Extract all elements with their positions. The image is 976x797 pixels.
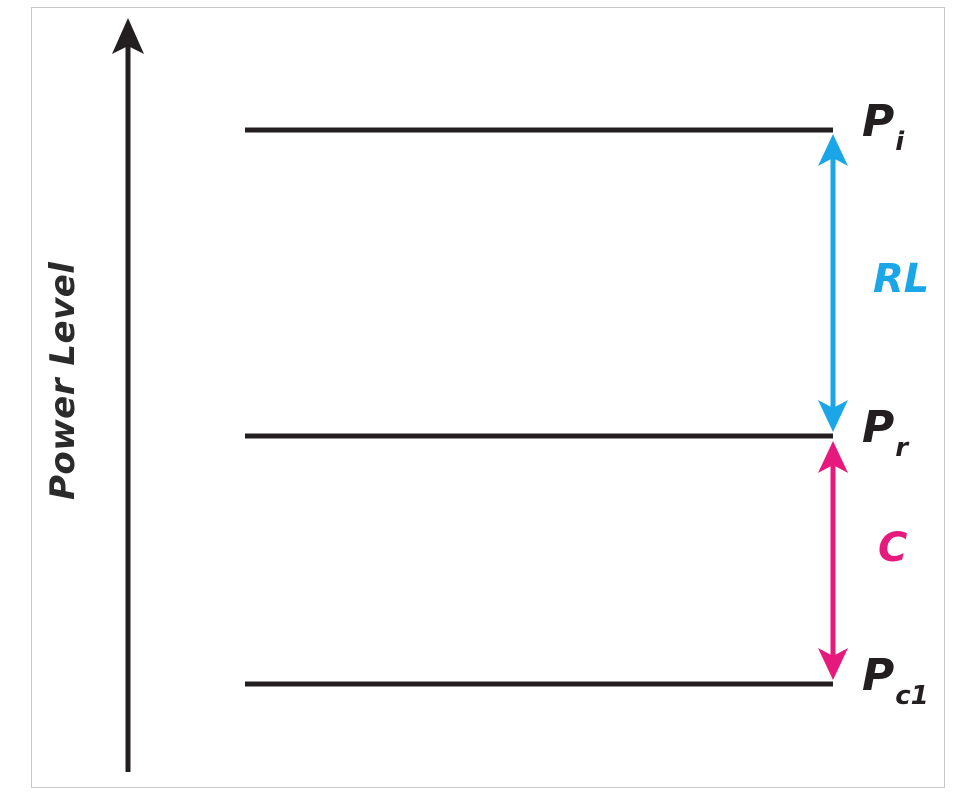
level-label-pc1-subscript: c1 — [895, 680, 929, 711]
y-axis-arrow-icon — [112, 18, 144, 54]
level-label-pi-subscript: i — [895, 126, 905, 157]
level-label-pc1-base: P — [862, 650, 895, 701]
level-label-pc1: Pc1 — [862, 654, 929, 709]
figure-frame — [31, 7, 945, 788]
measure-label-c: C — [878, 525, 908, 571]
rl-measure-arrow — [818, 134, 848, 432]
c-measure-arrow — [818, 441, 848, 680]
measure-label-rl: RL — [873, 256, 930, 302]
rl-arrow-head-up-icon — [818, 134, 848, 166]
level-label-pr-subscript: r — [895, 432, 909, 463]
y-axis — [112, 18, 144, 772]
c-arrow-head-up-icon — [818, 441, 848, 473]
y-axis-title: Power Level — [43, 261, 83, 500]
rl-arrow-head-down-icon — [818, 400, 848, 432]
level-label-pi-base: P — [862, 96, 895, 147]
level-label-pr-base: P — [862, 402, 895, 453]
level-lines — [245, 127, 833, 687]
level-label-pi: Pi — [862, 100, 904, 155]
level-label-pr: Pr — [862, 406, 908, 461]
c-arrow-head-down-icon — [818, 648, 848, 680]
